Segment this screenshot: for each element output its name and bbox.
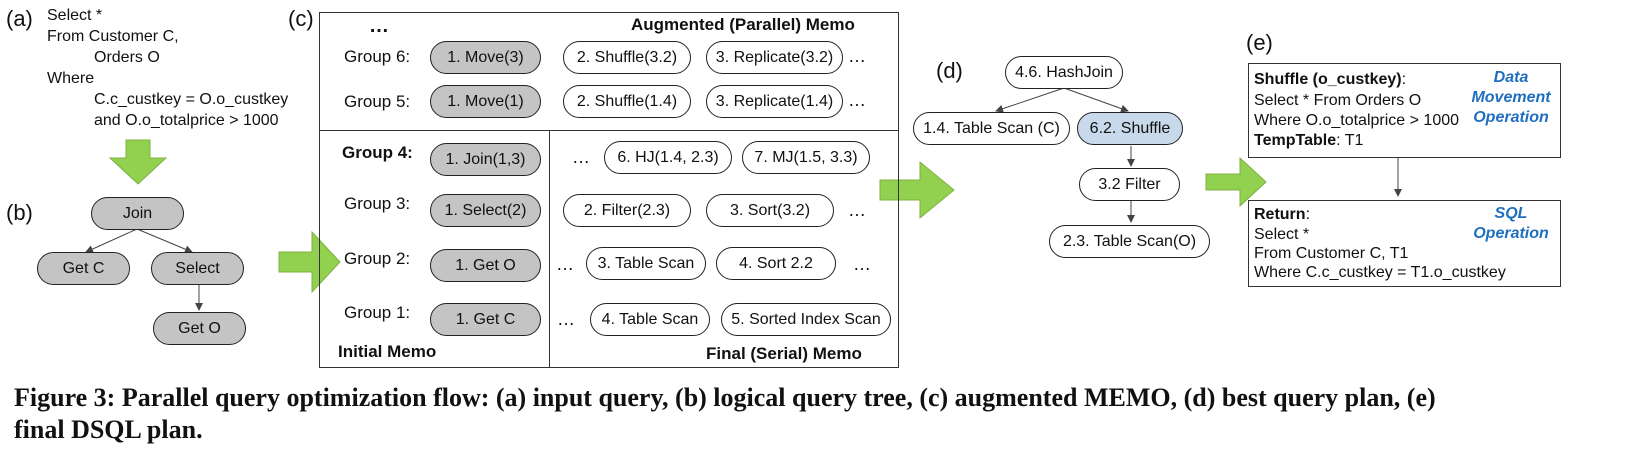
group-6-ellipsis: … <box>848 46 866 66</box>
group-2-ellipsis: … <box>556 254 574 274</box>
label-c: (c) <box>288 6 314 31</box>
shuffle-line: Select * From Orders O <box>1254 92 1422 109</box>
memo-ellipsis-top: … <box>369 15 389 37</box>
label-e: (e) <box>1246 30 1273 55</box>
group-1-initial: 1. Get C <box>430 303 541 336</box>
op-label-line: Movement <box>1471 89 1551 106</box>
hashjoin-node: 4.6. HashJoin <box>1005 56 1123 89</box>
memo-frame <box>319 12 899 368</box>
shuffle-colon: : <box>1401 71 1407 88</box>
final-memo-title: Final (Serial) Memo <box>706 344 862 363</box>
query-line: C.c_custkey = O.o_custkey <box>94 91 289 108</box>
group-4-label: Group 4: <box>342 143 413 162</box>
group-3-ellipsis: … <box>848 200 866 220</box>
op-label-line: SQL <box>1494 205 1528 222</box>
query-line: Select * <box>47 7 103 24</box>
return-line: Where C.c_custkey = T1.o_custkey <box>1254 264 1506 281</box>
filter-node: 3.2 Filter <box>1079 168 1180 201</box>
group-3-label: Group 3: <box>344 194 411 213</box>
group-5-expr: 3. Replicate(1.4) <box>706 85 843 118</box>
return-title: Return <box>1254 206 1306 223</box>
return-title-line: Return: <box>1254 205 1310 225</box>
query-line: From Customer C, <box>47 28 179 45</box>
return-line: Select * <box>1254 226 1310 243</box>
op-label-line: Operation <box>1473 109 1549 126</box>
group-2-initial: 1. Get O <box>430 249 541 282</box>
group-2-expr: 4. Sort 2.2 <box>716 247 836 280</box>
figure-caption-line-2: final DSQL plan. <box>14 415 203 444</box>
shuffle-title-line: Shuffle (o_custkey): <box>1254 70 1406 90</box>
group-1-expr: 4. Table Scan <box>590 303 710 336</box>
query-line: Where <box>47 70 95 87</box>
group-5-initial: 1. Move(1) <box>430 85 541 118</box>
label-b: (b) <box>6 200 33 225</box>
augmented-memo-title: Augmented (Parallel) Memo <box>631 15 855 34</box>
group-4-ellipsis: … <box>572 147 590 167</box>
temptable-line: TempTable: T1 <box>1254 131 1363 151</box>
group-6-expr: 2. Shuffle(3.2) <box>563 41 691 74</box>
label-d: (d) <box>936 58 963 83</box>
group-5-expr: 2. Shuffle(1.4) <box>563 85 691 118</box>
temptable-label: TempTable <box>1254 132 1337 149</box>
group-2-expr: 3. Table Scan <box>586 247 706 280</box>
group-1-ellipsis: … <box>557 309 575 329</box>
group-6-label: Group 6: <box>344 47 411 66</box>
query-line: Orders O <box>94 49 160 66</box>
shuffle-title: Shuffle (o_custkey) <box>1254 71 1402 88</box>
group-4-initial: 1. Join(1,3) <box>430 143 541 176</box>
table-scan-c-node: 1.4. Table Scan (C) <box>913 112 1070 145</box>
join-node: Join <box>91 197 184 230</box>
return-operation-box: Return: Select * From Customer C, T1 Whe… <box>1248 200 1561 287</box>
group-4-expr: 6. HJ(1.4, 2.3) <box>604 141 732 174</box>
green-arrow-right-icon <box>278 230 341 294</box>
shuffle-node: 6.2. Shuffle <box>1077 112 1183 145</box>
group-5-ellipsis: … <box>848 90 866 110</box>
group-1-label: Group 1: <box>344 303 411 322</box>
group-5-label: Group 5: <box>344 92 411 111</box>
return-colon: : <box>1305 206 1311 223</box>
table-scan-o-node: 2.3. Table Scan(O) <box>1049 225 1210 258</box>
get-o-node: Get O <box>153 312 246 345</box>
group-1-expr: 5. Sorted Index Scan <box>721 303 891 336</box>
group-4-expr: 7. MJ(1.5, 3.3) <box>742 141 870 174</box>
return-line: From Customer C, T1 <box>1254 245 1409 262</box>
group-6-initial: 1. Move(3) <box>430 41 541 74</box>
temptable-value: : T1 <box>1336 132 1364 149</box>
figure-caption-line-1: Figure 3: Parallel query optimization fl… <box>14 383 1436 412</box>
green-arrow-right-icon <box>1205 156 1267 208</box>
group-2-label: Group 2: <box>344 249 411 268</box>
sql-operation-label: SQL Operation <box>1461 204 1561 244</box>
green-arrow-down-icon <box>108 139 168 185</box>
group-6-expr: 3. Replicate(3.2) <box>706 41 843 74</box>
op-label-line: Data <box>1493 69 1529 86</box>
group-3-expr: 3. Sort(3.2) <box>706 194 834 227</box>
shuffle-line: Where O.o_totalprice > 1000 <box>1254 112 1460 129</box>
get-c-node: Get C <box>37 252 130 285</box>
op-label-line: Operation <box>1473 225 1549 242</box>
shuffle-operation-box: Shuffle (o_custkey): Select * From Order… <box>1248 63 1561 158</box>
memo-divider-vertical <box>549 130 550 368</box>
initial-memo-title: Initial Memo <box>338 342 437 361</box>
label-a: (a) <box>6 6 33 31</box>
group-3-initial: 1. Select(2) <box>430 194 541 227</box>
data-movement-operation-label: Data Movement Operation <box>1461 68 1561 128</box>
group-2-ellipsis: … <box>853 254 871 274</box>
group-3-expr: 2. Filter(2.3) <box>563 194 691 227</box>
select-node: Select <box>151 252 244 285</box>
memo-divider-horizontal <box>319 130 899 131</box>
green-arrow-right-icon <box>879 160 955 220</box>
query-line: and O.o_totalprice > 1000 <box>94 112 279 129</box>
